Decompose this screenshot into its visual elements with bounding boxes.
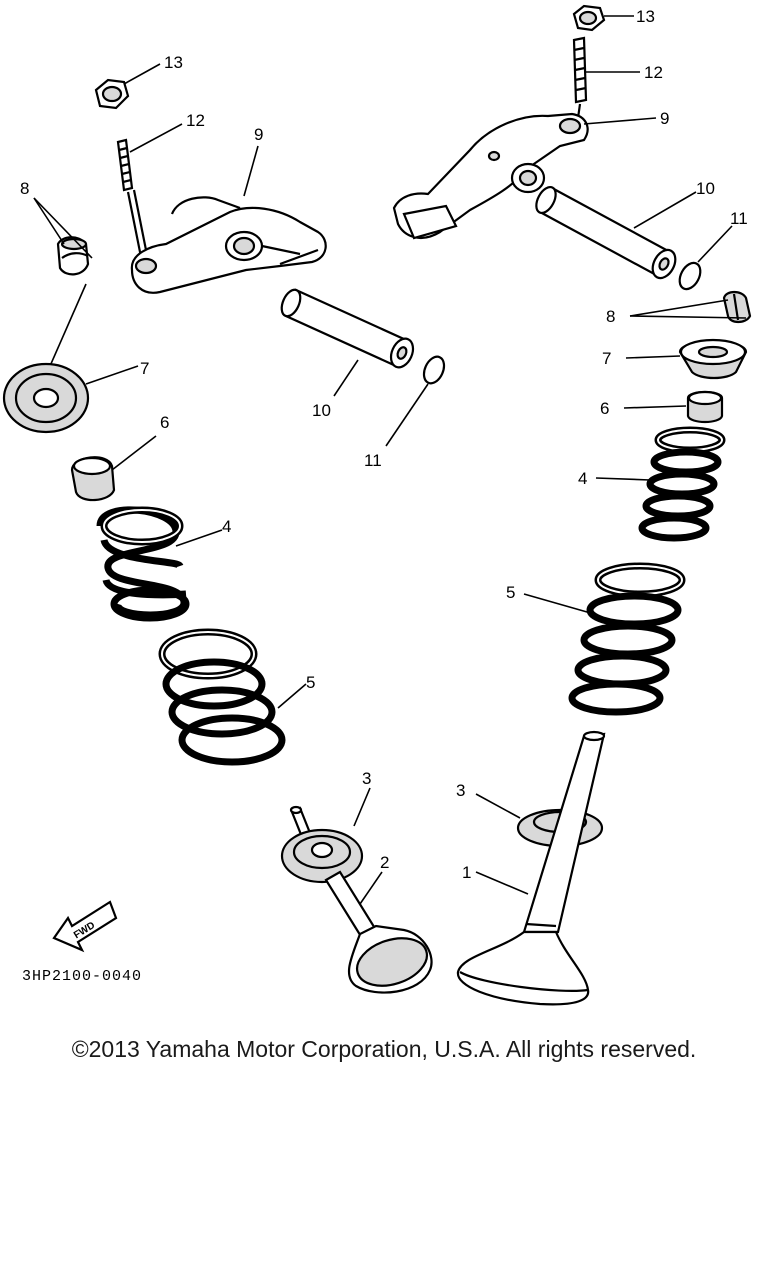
label-10-left: 10 [312,401,331,420]
label-13-right: 13 [636,7,655,26]
rocker-shaft-right [535,185,677,280]
label-5-left: 5 [306,673,315,692]
o-ring-left [422,355,446,385]
label-3-left: 3 [362,769,371,788]
valve-seal-left [70,456,116,502]
diagram-reference-code: 3HP2100-0040 [22,968,143,985]
label-2: 2 [380,853,389,872]
fwd-arrow-icon: FWD [52,900,118,953]
label-12-left: 12 [186,111,205,130]
label-8-left: 8 [20,179,29,198]
label-7-right: 7 [602,349,611,368]
label-9-right: 9 [660,109,669,128]
label-1: 1 [462,863,471,882]
label-3-right: 3 [456,781,465,800]
label-4-right: 4 [578,469,587,488]
exhaust-valve [456,730,606,1006]
label-6-left: 6 [160,413,169,432]
o-ring-right [678,261,702,291]
label-13-left: 13 [164,53,183,72]
rocker-arm-left [130,196,327,294]
label-8-right: 8 [606,307,615,326]
rocker-shaft-left [280,288,415,369]
label-9-left: 9 [254,125,263,144]
valve-seal-right [686,390,724,424]
stud-right [572,36,588,119]
intake-valve [324,870,433,994]
label-12-right: 12 [644,63,663,82]
label-11-right: 11 [730,209,748,228]
spring-seat-left [280,805,364,884]
stud-left [116,138,150,263]
nut-left [94,78,130,110]
spring-retainer-left [2,362,90,434]
copyright-notice: ©2013 Yamaha Motor Corporation, U.S.A. A… [71,1036,697,1062]
outer-spring-right [568,562,686,716]
label-6-right: 6 [600,399,609,418]
outer-spring-left [158,628,286,766]
rocker-arm-right [392,112,589,240]
label-7-left: 7 [140,359,149,378]
label-10-right: 10 [696,179,715,198]
spring-retainer-right [678,338,748,380]
label-11-left: 11 [364,451,382,470]
valve-assembly-diagram: 13 12 9 10 11 8 [2,4,752,1006]
inner-spring-left [96,506,190,622]
inner-spring-right [638,426,726,542]
nut-right [572,4,606,32]
label-4-left: 4 [222,517,231,536]
label-5-right: 5 [506,583,515,602]
valve-cotter-right [722,290,752,324]
